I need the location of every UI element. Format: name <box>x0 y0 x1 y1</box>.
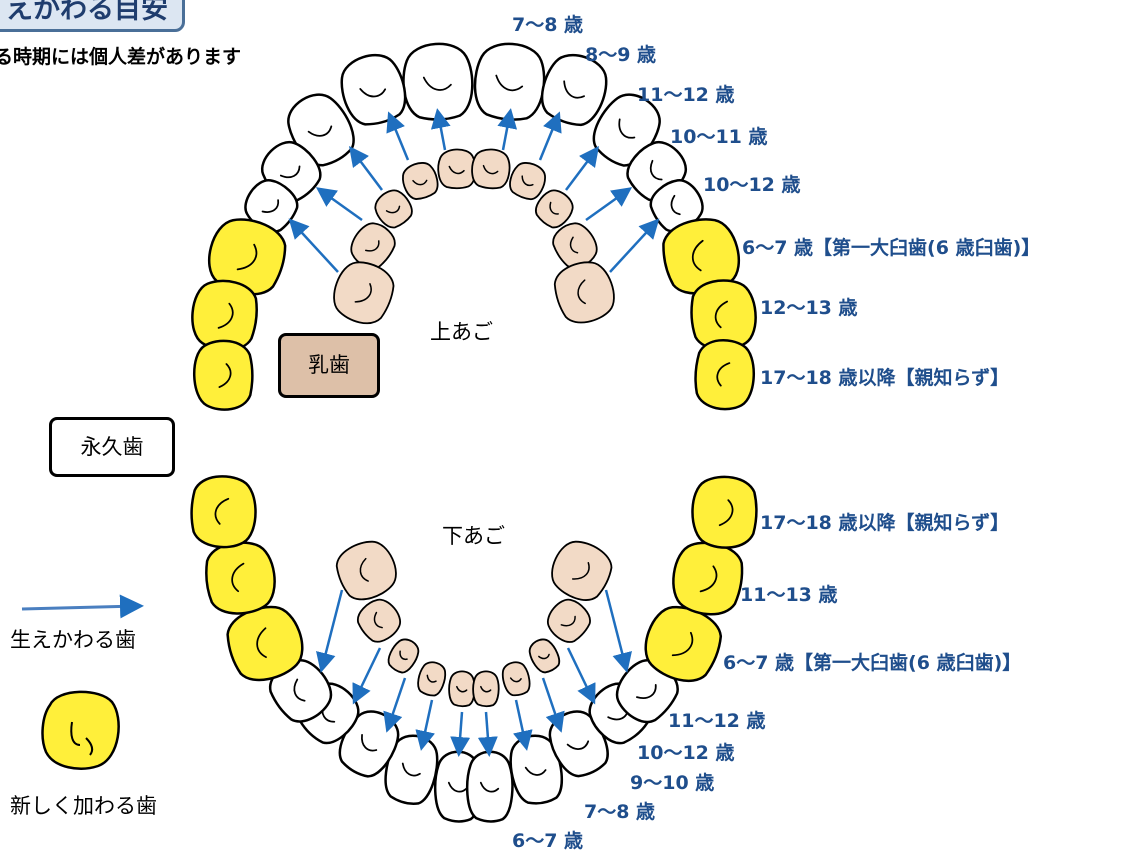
lower-left-replace-arrow-5 <box>316 589 344 673</box>
upper-right-central-incisor <box>473 42 546 121</box>
upper-right-replace-arrow-2 <box>538 111 562 161</box>
upper-left-baby-tooth-5 <box>333 261 395 325</box>
lower-right-baby-tooth-1 <box>472 670 500 708</box>
upper-right-replace-arrow-3 <box>565 146 599 191</box>
upper-right-first-molar <box>662 218 741 295</box>
baby-teeth-label: 乳歯 <box>278 333 380 398</box>
lower-jaw-label: 下あご <box>442 524 505 548</box>
upper-jaw-label: 上あご <box>430 320 493 344</box>
title-badge: えかわる目安 <box>0 0 185 32</box>
age-upper-central-incisor: 7〜8 歳 <box>512 14 584 36</box>
lower-right-second-premolar <box>615 659 679 724</box>
upper-left-baby-tooth-3 <box>374 189 413 229</box>
upper-left-replace-arrow-5 <box>288 218 339 273</box>
age-lower-first-molar: 6〜7 歳【第一大臼歯(6 歳臼歯)】 <box>723 652 1022 674</box>
upper-left-replace-arrow-2 <box>386 111 410 161</box>
lower-right-baby-tooth-5 <box>551 540 613 601</box>
age-upper-first-molar: 6〜7 歳【第一大臼歯(6 歳臼歯)】 <box>742 237 1041 259</box>
age-lower-wisdom-tooth: 17〜18 歳以降【親知らず】 <box>760 512 1010 534</box>
legend-yellow-tooth-icon <box>41 690 120 770</box>
age-upper-lateral-incisor: 8〜9 歳 <box>585 44 657 66</box>
permanent-teeth-label: 永久歯 <box>49 417 175 477</box>
age-upper-first-premolar: 10〜11 歳 <box>670 126 768 148</box>
lower-right-baby-tooth-3 <box>528 638 561 674</box>
lower-right-first-molar <box>644 605 723 683</box>
upper-left-baby-tooth-1 <box>437 148 477 190</box>
upper-left-first-molar <box>207 218 287 296</box>
lower-left-baby-tooth-2 <box>417 661 447 697</box>
lower-right-baby-tooth-2 <box>501 661 531 697</box>
upper-left-replace-arrow-4 <box>315 187 363 222</box>
lower-left-wisdom-tooth <box>190 475 257 549</box>
lower-left-baby-tooth-1 <box>448 670 476 708</box>
upper-left-central-incisor <box>402 42 474 121</box>
age-lower-central-incisor: 6〜7 歳 <box>512 830 584 852</box>
lower-left-baby-tooth-5 <box>335 540 397 601</box>
upper-right-second-premolar <box>649 179 704 233</box>
upper-left-wisdom-tooth <box>193 339 254 411</box>
lower-right-replace-arrow-1 <box>477 711 498 757</box>
upper-left-replace-arrow-3 <box>349 146 383 191</box>
upper-right-replace-arrow-1 <box>497 108 518 151</box>
age-lower-second-molar: 11〜13 歳 <box>740 584 838 606</box>
legend-arrow-icon <box>21 594 144 619</box>
upper-right-baby-tooth-2 <box>509 162 546 201</box>
upper-right-baby-tooth-4 <box>552 222 598 269</box>
lower-right-replace-arrow-4 <box>566 647 596 705</box>
age-upper-wisdom-tooth: 17〜18 歳以降【親知らず】 <box>760 367 1010 389</box>
upper-right-baby-tooth-5 <box>553 261 615 324</box>
lower-left-replace-arrow-2 <box>415 699 435 751</box>
lower-left-baby-tooth-3 <box>387 638 420 674</box>
age-lower-first-premolar: 10〜12 歳 <box>637 742 735 764</box>
age-lower-lateral-incisor: 7〜8 歳 <box>584 801 656 823</box>
upper-left-replace-arrow-1 <box>430 108 451 151</box>
lower-left-second-molar <box>205 541 276 615</box>
age-lower-second-premolar: 11〜12 歳 <box>668 710 766 732</box>
upper-right-replace-arrow-5 <box>609 218 660 273</box>
lower-left-replace-arrow-3 <box>383 677 407 733</box>
age-upper-second-premolar: 10〜12 歳 <box>703 174 801 196</box>
upper-right-lateral-incisor <box>540 53 608 127</box>
lower-right-replace-arrow-2 <box>513 699 533 751</box>
individual-difference-note: る時期には個人差があります <box>0 46 242 68</box>
lower-right-replace-arrow-5 <box>604 589 632 673</box>
lower-right-lateral-incisor <box>509 734 564 805</box>
lower-right-second-molar <box>672 541 744 616</box>
lower-left-replace-arrow-1 <box>450 711 471 757</box>
upper-right-baby-tooth-1 <box>471 148 511 190</box>
upper-right-baby-tooth-3 <box>535 189 574 229</box>
lower-right-baby-tooth-4 <box>546 598 591 643</box>
upper-right-wisdom-tooth <box>694 339 755 411</box>
age-lower-canine: 9〜10 歳 <box>630 772 715 794</box>
lower-left-first-molar <box>226 605 304 682</box>
lower-right-wisdom-tooth <box>691 475 758 549</box>
lower-right-replace-arrow-3 <box>541 677 565 733</box>
lower-left-replace-arrow-4 <box>352 647 382 705</box>
age-upper-second-molar: 12〜13 歳 <box>760 297 858 319</box>
age-upper-canine: 11〜12 歳 <box>637 84 735 106</box>
upper-right-second-molar <box>690 279 757 351</box>
lower-left-baby-tooth-4 <box>357 598 402 643</box>
legend-new-teeth: 新しく加わる歯 <box>10 794 157 818</box>
lower-left-second-premolar <box>268 659 333 723</box>
legend-replacing-teeth: 生えかわる歯 <box>10 628 136 652</box>
upper-left-baby-tooth-2 <box>402 162 439 200</box>
lower-right-central-incisor <box>465 750 514 823</box>
upper-right-replace-arrow-4 <box>585 187 633 222</box>
